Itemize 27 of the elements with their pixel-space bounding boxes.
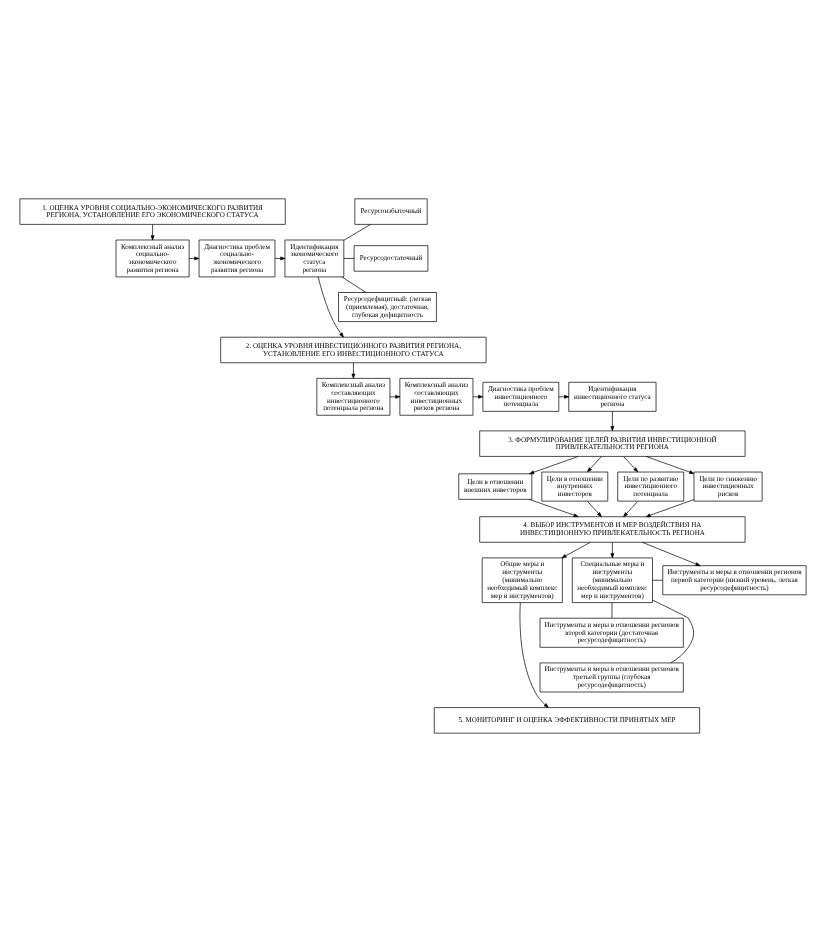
arrow [351,361,356,378]
arrow [561,540,591,558]
arrow [188,255,200,260]
arrow [472,393,484,398]
arrow [587,500,602,517]
arrow [150,223,155,240]
arrow [587,455,602,472]
connector [652,578,663,580]
arrow [274,255,286,260]
arrow [610,410,615,431]
arrow [641,540,701,566]
connector [611,601,613,618]
connector [343,257,355,258]
arrow [623,500,639,517]
arrow [645,498,695,517]
arrow [645,455,695,473]
connector [652,598,694,663]
arrow [519,601,549,707]
arrow [558,393,570,398]
connector [341,275,367,292]
connector [343,223,371,240]
arrow [529,498,579,516]
arrow [317,275,344,337]
arrow [529,455,579,474]
arrow [389,393,401,398]
arrow [623,455,639,472]
arrow [610,541,615,558]
